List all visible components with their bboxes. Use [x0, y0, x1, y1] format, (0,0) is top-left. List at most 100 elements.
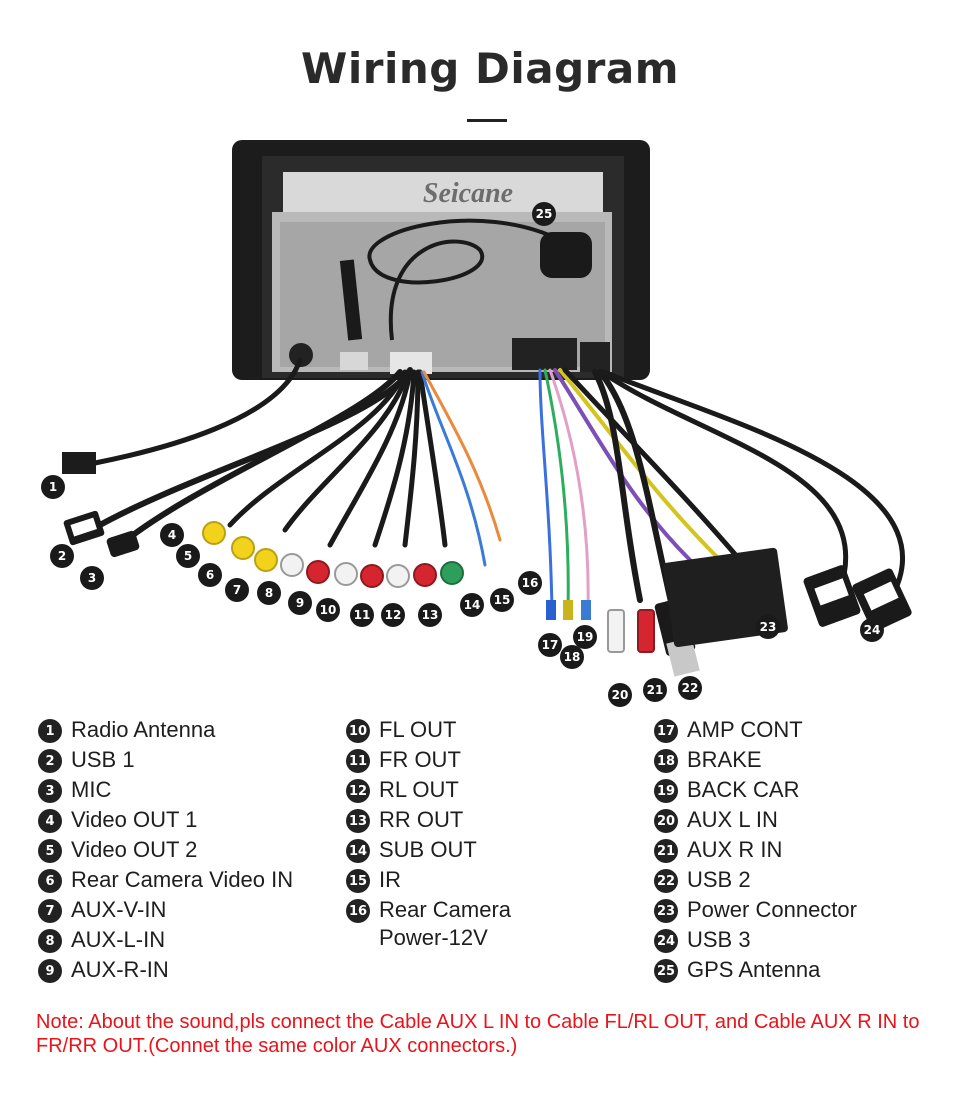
callout-10: 10 — [316, 598, 340, 622]
callout-24: 24 — [860, 618, 884, 642]
legend-label: Power Connector — [687, 897, 857, 922]
callout-2: 2 — [50, 544, 74, 568]
legend-number-badge: 3 — [38, 779, 62, 803]
svg-text:8: 8 — [265, 586, 273, 600]
callout-7: 7 — [225, 578, 249, 602]
legend-item: 20 AUX L IN — [654, 806, 857, 836]
sound-connection-note: Note: About the sound,pls connect the Ca… — [36, 1011, 920, 1057]
svg-text:16: 16 — [522, 576, 539, 590]
callout-15: 15 — [490, 588, 514, 612]
wiring-diagram-illustration: Seicane — [41, 140, 912, 707]
callout-9: 9 — [288, 591, 312, 615]
legend-label: BACK CAR — [687, 777, 800, 802]
legend-item: 19 BACK CAR — [654, 776, 857, 806]
legend-number-badge: 11 — [346, 749, 370, 773]
svg-text:11: 11 — [354, 608, 371, 622]
legend-label: AUX-R-IN — [71, 957, 169, 982]
title-underline — [467, 119, 507, 122]
legend-label: AUX R IN — [687, 837, 783, 862]
callout-1: 1 — [41, 475, 65, 499]
legend-number-badge: 25 — [654, 959, 678, 983]
svg-text:3: 3 — [88, 571, 96, 585]
legend-item: 1 Radio Antenna — [38, 716, 293, 746]
legend-number-badge: 18 — [654, 749, 678, 773]
svg-text:15: 15 — [494, 593, 511, 607]
callout-25: 25 — [532, 202, 556, 226]
callout-21: 21 — [643, 678, 667, 702]
svg-text:14: 14 — [464, 598, 481, 612]
callout-14: 14 — [460, 593, 484, 617]
legend-number-badge: 24 — [654, 929, 678, 953]
callout-8: 8 — [257, 581, 281, 605]
legend-label: Video OUT 2 — [71, 837, 198, 862]
callouts: 1 2 3 4 5 6 7 8 9 10 11 12 13 14 15 16 1… — [41, 202, 884, 707]
legend-label: Video OUT 1 — [71, 807, 198, 832]
legend-item: 11 FR OUT — [346, 746, 511, 776]
legend-number-badge: 17 — [654, 719, 678, 743]
legend-number-badge: 1 — [38, 719, 62, 743]
callout-12: 12 — [381, 603, 405, 627]
legend-item: 25 GPS Antenna — [654, 956, 857, 986]
legend-item: 13 RR OUT — [346, 806, 511, 836]
legend-label: Rear Camera Power-12V — [379, 897, 512, 950]
legend-number-badge: 22 — [654, 869, 678, 893]
legend-number-badge: 13 — [346, 809, 370, 833]
legend-number-badge: 16 — [346, 899, 370, 923]
connectors-right — [546, 547, 912, 677]
svg-text:18: 18 — [564, 650, 581, 664]
legend-label: AUX L IN — [687, 807, 778, 832]
callout-5: 5 — [176, 544, 200, 568]
legend-label: RR OUT — [379, 807, 464, 832]
legend-number-badge: 14 — [346, 839, 370, 863]
connectors-left — [62, 452, 464, 588]
svg-text:13: 13 — [422, 608, 439, 622]
svg-text:5: 5 — [184, 549, 192, 563]
svg-text:17: 17 — [542, 638, 559, 652]
callout-6: 6 — [198, 563, 222, 587]
legend-number-badge: 23 — [654, 899, 678, 923]
legend-item: 16 Rear Camera Power-12V — [346, 896, 511, 956]
svg-text:9: 9 — [296, 596, 304, 610]
callout-22: 22 — [678, 676, 702, 700]
seicane-watermark: Seicane — [423, 178, 513, 209]
callout-20: 20 — [608, 683, 632, 707]
legend-number-badge: 20 — [654, 809, 678, 833]
svg-text:10: 10 — [320, 603, 337, 617]
legend-label: FR OUT — [379, 747, 461, 772]
legend-number-badge: 21 — [654, 839, 678, 863]
legend-label: Radio Antenna — [71, 717, 216, 742]
legend-number-badge: 7 — [38, 899, 62, 923]
legend-label: USB 2 — [687, 867, 751, 892]
svg-text:23: 23 — [760, 620, 777, 634]
legend-label: AUX-V-IN — [71, 897, 167, 922]
legend-item: 22 USB 2 — [654, 866, 857, 896]
callout-17: 17 — [538, 633, 562, 657]
legend-number-badge: 2 — [38, 749, 62, 773]
legend-number-badge: 19 — [654, 779, 678, 803]
svg-text:19: 19 — [577, 630, 594, 644]
legend-item: 5 Video OUT 2 — [38, 836, 293, 866]
callout-19: 19 — [573, 625, 597, 649]
svg-text:12: 12 — [385, 608, 402, 622]
legend-label: FL OUT — [379, 717, 457, 742]
legend-item: 7 AUX-V-IN — [38, 896, 293, 926]
legend-label: Rear Camera Video IN — [71, 867, 294, 892]
callout-3: 3 — [80, 566, 104, 590]
svg-text:2: 2 — [58, 549, 66, 563]
legend-label: GPS Antenna — [687, 957, 821, 982]
legend-item: 23 Power Connector — [654, 896, 857, 926]
svg-text:20: 20 — [612, 688, 629, 702]
svg-text:21: 21 — [647, 683, 664, 697]
legend-number-badge: 5 — [38, 839, 62, 863]
legend-label: AMP CONT — [687, 717, 803, 742]
legend-label: IR — [379, 867, 401, 892]
